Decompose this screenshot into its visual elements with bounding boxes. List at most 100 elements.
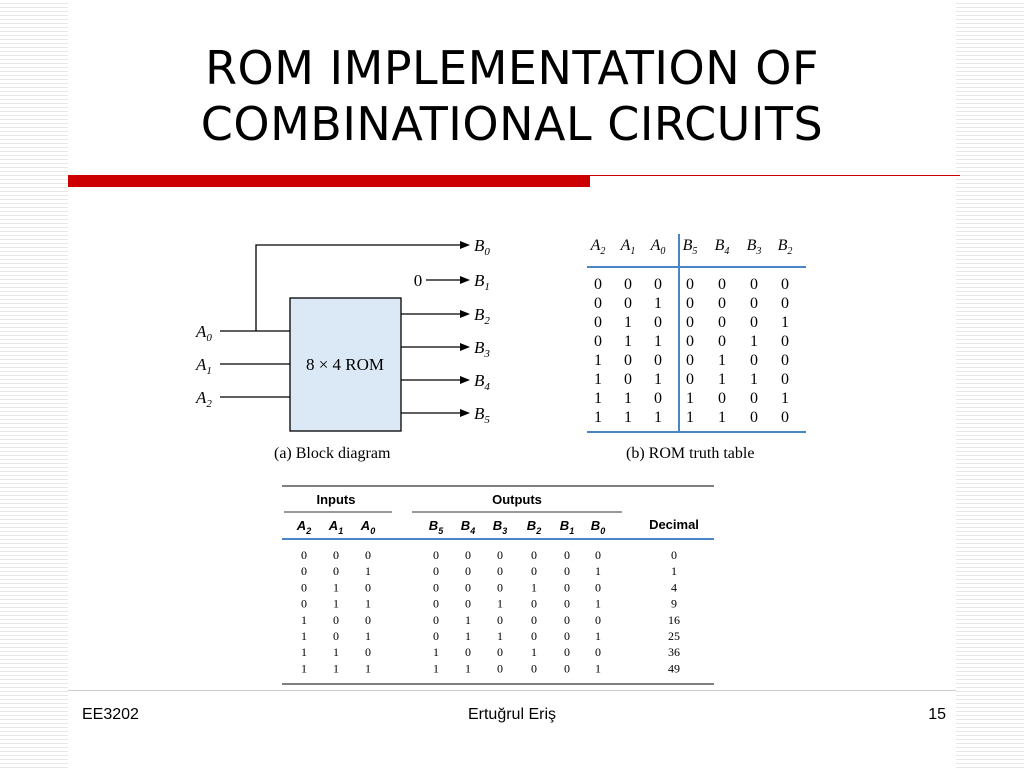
output-cell: 0	[497, 564, 503, 578]
output-cell: 1	[433, 645, 439, 659]
rom-table-cell: 0	[686, 276, 694, 293]
output-cell: 0	[497, 548, 503, 562]
rom-table-cell: 0	[624, 371, 632, 388]
rom-table-cell: 1	[718, 409, 726, 426]
rom-table-cell: 1	[654, 409, 662, 426]
rom-table-cell: 1	[686, 390, 694, 407]
decimal-cell: 1	[671, 564, 677, 578]
input-cell: 1	[333, 645, 339, 659]
input-cell: 1	[301, 645, 307, 659]
rom-table-cell: 0	[718, 333, 726, 350]
slide-title: ROM IMPLEMENTATION OF COMBINATIONAL CIRC…	[68, 40, 956, 152]
output-column-header: B3	[493, 518, 507, 536]
input-cell: 1	[365, 629, 371, 643]
truth-table-group-headers: Inputs Outputs Decimal	[317, 492, 699, 532]
rom-table-cell: 1	[781, 314, 789, 331]
input-label: A0	[195, 322, 212, 344]
input-cell: 0	[333, 613, 339, 627]
output-cell: 1	[595, 597, 601, 611]
b5-arrow	[460, 409, 470, 417]
output-cell: 1	[465, 661, 471, 675]
output-label: B3	[474, 338, 490, 360]
rom-table-cell: 0	[686, 352, 694, 369]
rom-table-cell: 0	[750, 295, 758, 312]
input-cell: 1	[301, 661, 307, 675]
rom-table-cell: 0	[686, 333, 694, 350]
output-column-header: B0	[591, 518, 605, 536]
rom-table-cell: 1	[654, 333, 662, 350]
input-column-header: A0	[360, 518, 375, 536]
rom-table-cell: 0	[781, 333, 789, 350]
decimal-cell: 16	[668, 613, 680, 627]
rom-table-cell: 0	[594, 276, 602, 293]
input-cell: 1	[333, 597, 339, 611]
title-line-2: COMBINATIONAL CIRCUITS	[200, 97, 824, 151]
output-cell: 0	[564, 597, 570, 611]
rom-table-header-cell: B2	[778, 237, 793, 257]
footer-rule	[68, 690, 956, 691]
output-cell: 0	[465, 580, 471, 594]
rom-table-cell: 1	[624, 390, 632, 407]
block-diagram-caption: (a) Block diagram	[274, 445, 391, 462]
output-cell: 0	[497, 645, 503, 659]
decimal-cell: 4	[671, 580, 677, 594]
output-cell: 0	[564, 580, 570, 594]
rom-table-cell: 1	[718, 371, 726, 388]
zero-label: 0	[414, 271, 423, 290]
b3-arrow	[460, 343, 470, 351]
input-cell: 0	[301, 580, 307, 594]
output-column-header: B2	[527, 518, 541, 536]
output-cell: 0	[433, 580, 439, 594]
output-cell: 0	[497, 661, 503, 675]
rom-table-cell: 0	[686, 314, 694, 331]
output-cell: 0	[465, 645, 471, 659]
output-cell: 1	[497, 597, 503, 611]
output-column-header: B5	[429, 518, 444, 536]
footer-author: Ertuğrul Eriş	[467, 706, 557, 723]
input-cell: 0	[365, 548, 371, 562]
rom-table-cell: 0	[718, 295, 726, 312]
rom-table-cell: 0	[654, 276, 662, 293]
output-cell: 0	[433, 629, 439, 643]
rom-table-cell: 1	[594, 371, 602, 388]
rom-table-cell: 0	[686, 295, 694, 312]
rom-table-cell: 0	[781, 352, 789, 369]
footer-page-number: 15	[928, 706, 946, 723]
output-cell: 0	[564, 564, 570, 578]
output-cell: 0	[595, 613, 601, 627]
rom-block	[289, 297, 402, 432]
decimal-cell: 25	[668, 629, 680, 643]
input-cell: 0	[301, 597, 307, 611]
output-cell: 0	[497, 613, 503, 627]
rom-table-cell: 0	[781, 371, 789, 388]
output-cell: 1	[595, 564, 601, 578]
output-cell: 0	[433, 597, 439, 611]
output-cell: 0	[531, 548, 537, 562]
output-label: B4	[474, 371, 490, 393]
output-cell: 0	[564, 548, 570, 562]
rom-table-header-cell: B3	[747, 237, 762, 257]
output-cell: 0	[531, 597, 537, 611]
input-cell: 0	[365, 645, 371, 659]
input-cell: 1	[333, 661, 339, 675]
output-cell: 0	[497, 580, 503, 594]
output-cell: 1	[465, 613, 471, 627]
output-cell: 1	[433, 661, 439, 675]
rom-table-cell: 0	[624, 295, 632, 312]
input-cell: 1	[365, 597, 371, 611]
output-column-header: B4	[461, 518, 475, 536]
rom-table-header-cell: B5	[683, 237, 698, 257]
rom-table-cell: 0	[750, 352, 758, 369]
output-cell: 0	[564, 629, 570, 643]
output-cell: 0	[564, 661, 570, 675]
rom-table-cell: 1	[654, 295, 662, 312]
rom-table-cell: 0	[750, 314, 758, 331]
output-cell: 1	[595, 661, 601, 675]
output-cell: 0	[595, 645, 601, 659]
input-cell: 0	[333, 564, 339, 578]
output-cell: 0	[531, 564, 537, 578]
rom-table-cell: 0	[654, 352, 662, 369]
